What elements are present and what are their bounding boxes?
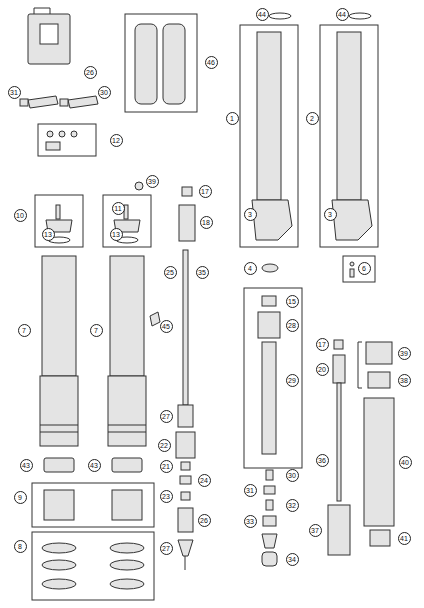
callout-number: 20: [316, 363, 329, 376]
callout-number: 17: [316, 338, 329, 351]
callout-number: 41: [398, 532, 411, 545]
callout-number: 28: [286, 319, 299, 332]
callout-number: 35: [196, 266, 209, 279]
callout-number: 11: [112, 202, 125, 215]
callout-number: 7: [90, 324, 103, 337]
callout-number: 4: [244, 262, 257, 275]
callout-number: 9: [14, 491, 27, 504]
callout-number: 40: [399, 456, 412, 469]
callout-number: 13: [110, 228, 123, 241]
callout-number: 31: [8, 86, 21, 99]
callout-number: 43: [88, 459, 101, 472]
callout-number: 26: [198, 514, 211, 527]
callout-number: 39: [398, 347, 411, 360]
callout-number: 6: [358, 262, 371, 275]
callout-number: 1: [226, 112, 239, 125]
callout-number: 37: [309, 524, 322, 537]
callout-number: 31: [244, 484, 257, 497]
callout-number: 34: [286, 553, 299, 566]
callout-number: 46: [205, 56, 218, 69]
callout-number: 7: [18, 324, 31, 337]
callout-number: 3: [324, 208, 337, 221]
callout-number: 12: [110, 134, 123, 147]
callout-number: 29: [286, 374, 299, 387]
callout-number: 2: [306, 112, 319, 125]
callout-number: 27: [160, 410, 173, 423]
callout-number: 8: [14, 540, 27, 553]
callout-number: 10: [14, 209, 27, 222]
callout-number: 21: [160, 460, 173, 473]
callout-number: 39: [146, 175, 159, 188]
callout-number: 43: [20, 459, 33, 472]
callout-number: 18: [200, 216, 213, 229]
callout-number: 32: [286, 499, 299, 512]
callout-number: 38: [398, 374, 411, 387]
callout-number: 33: [244, 515, 257, 528]
callout-number: 3: [244, 208, 257, 221]
callout-number: 45: [160, 320, 173, 333]
callout-number: 22: [158, 439, 171, 452]
callout-number: 24: [198, 474, 211, 487]
callout-number: 44: [336, 8, 349, 21]
callout-number: 15: [286, 295, 299, 308]
callout-number: 27: [160, 542, 173, 555]
callout-number: 25: [164, 266, 177, 279]
callout-number: 36: [316, 454, 329, 467]
callout-number: 13: [42, 228, 55, 241]
callout-number: 30: [98, 86, 111, 99]
callout-number: 30: [286, 469, 299, 482]
callout-number: 26: [84, 66, 97, 79]
callout-number: 44: [256, 8, 269, 21]
callout-number: 17: [199, 185, 212, 198]
callout-number: 23: [160, 490, 173, 503]
